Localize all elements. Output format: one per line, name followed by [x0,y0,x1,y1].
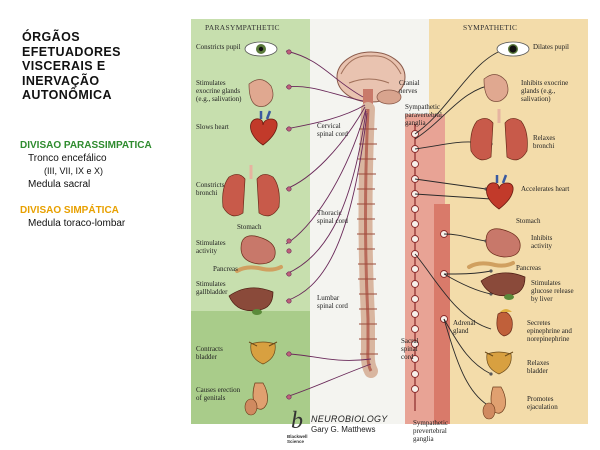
label-sacral-cord: Sacral spinal cord [401,337,419,361]
publisher-name: Blackwell Science [287,434,308,444]
label-symp-bronchi: Relaxes bronchi [533,134,556,150]
parasympathetic-nerves [285,50,372,398]
book-author: Gary G. Matthews [311,425,376,434]
sympathetic-header: SYMPATHETIC [463,23,518,32]
eye-right [496,41,530,57]
heart-left [250,110,278,146]
prevertebral-ganglia-band [434,204,450,424]
label-para-bladder: Contracts bladder [196,345,223,361]
label-symp-salivation: Inhibits exocrine glands (e.g., salivati… [521,79,569,103]
label-para-gallbladder: Stimulates gallbladder [196,280,228,296]
lungs-right [470,109,528,161]
parasympathetic-header: PARASYMPATHETIC [205,23,280,32]
parasympathetic-item-brainstem: Tronco encefálico [28,153,107,164]
label-symp-pancreas: Pancreas [516,264,541,272]
label-symp-bladder: Relaxes bladder [527,359,550,375]
label-cervical-cord: Cervical spinal cord [317,122,348,138]
adrenal-gland-right [496,309,513,337]
parasympathetic-ganglia [286,49,292,400]
label-thoracic-cord: Thoracic spinal cord [317,209,348,225]
spinal-cord [357,102,378,378]
label-para-pupil: Constricts pupil [196,43,241,51]
parasympathetic-heading: DIVISAO PARASSIMPATICA [20,140,152,151]
parasympathetic-item-nerves: (III, VII, IX e X) [44,166,104,176]
bladder-left [248,341,278,365]
label-para-stomach: Stomach [237,223,262,231]
title-line-1: ÓRGÃOS [22,30,80,44]
lungs-left [222,165,280,217]
label-cranial-nerves: Cranial nerves [399,79,420,95]
parasympathetic-item-sacral: Medula sacral [28,179,91,190]
eye-left [244,41,278,57]
brain-illustration [336,51,406,111]
stomach-right [485,228,521,258]
label-symp-pupil: Dilates pupil [533,43,569,51]
bladder-right [484,351,514,375]
label-symp-glucose: Stimulates glucose release by liver [531,279,574,303]
sympathetic-chain [411,124,448,411]
book-title: NEUROBIOLOGY [311,414,388,424]
title-line-3: VISCERAIS E [22,59,106,73]
slide-title: ÓRGÃOS EFETUADORES VISCERAIS E INERVAÇÃO… [22,30,187,103]
salivary-gland-right [483,74,509,102]
label-symp-inhibits: Inhibits activity [531,234,553,250]
label-para-bronchi: Constricts bronchi [196,181,225,197]
sympathetic-item-thoracolumbar: Medula toraco-lombar [28,218,126,229]
title-line-4: INERVAÇÃO [22,73,100,88]
label-prevertebral-ganglia: Sympathetic prevertebral ganglia [413,419,448,443]
liver-right [480,272,526,300]
label-para-pancreas: Pancreas [213,265,238,273]
anatomy-drawing [222,41,530,420]
label-symp-ejaculation: Promotes ejaculation [527,395,558,411]
label-symp-adrenal: Adrenal gland [453,319,476,335]
title-line-5: AUTONÔMICA [22,88,112,102]
label-lumbar-cord: Lumbar spinal cord [317,294,348,310]
genitals-right [482,386,506,420]
label-para-salivation: Stimulates exocrine glands (e.g., saliva… [196,79,242,103]
label-symp-stomach: Stomach [516,217,541,225]
label-paravertebral-ganglia: Sympathetic paravertebral ganglia [405,103,442,127]
liver-left [228,287,274,315]
label-symp-heart: Accelerates heart [521,185,570,193]
title-line-2: EFETUADORES [22,44,121,59]
sympathetic-heading: DIVISAO SIMPÁTICA [20,205,119,216]
pancreas-right [467,261,515,269]
pancreas-left [235,265,283,273]
heart-right [486,174,514,210]
stomach-left [240,235,276,265]
label-para-genitals: Causes erection of genitals [196,386,241,402]
label-symp-epinephrine: Secretes epinephrine and norepinephrine [527,319,572,343]
label-para-activity: Stimulates activity [196,239,226,255]
genitals-left [244,382,268,416]
publisher-logo-letter: b [291,408,303,434]
label-para-heart: Slows heart [196,123,229,131]
salivary-gland-left [248,79,274,107]
book-credit: b Blackwell Science NEUROBIOLOGY Gary G.… [287,408,451,444]
autonomic-nervous-system-figure: PARASYMPATHETIC SYMPATHETIC Constricts p… [191,19,588,444]
